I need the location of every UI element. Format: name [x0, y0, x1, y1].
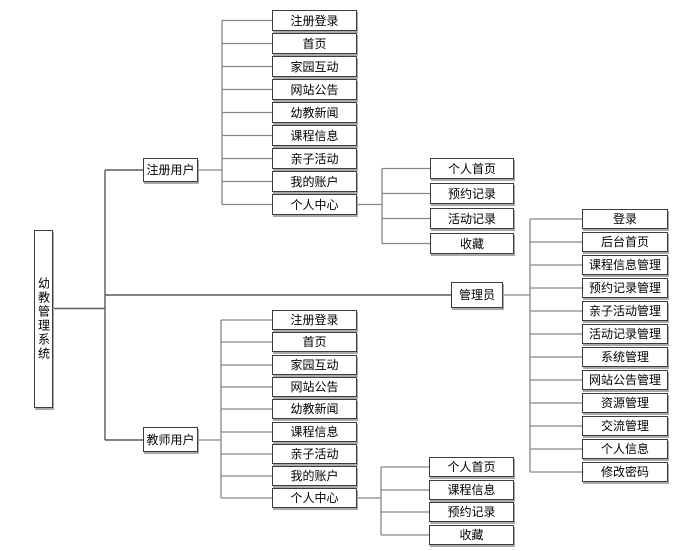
node-admin-system-mgmt: 系统管理	[582, 347, 668, 367]
node-reg-course-info: 课程信息	[272, 125, 357, 146]
node-registered-user: 注册用户	[143, 158, 198, 182]
node-admin-change-password: 修改密码	[582, 462, 668, 482]
node-reg-pc-booking-records: 预约记录	[430, 183, 514, 204]
node-teacher-pc-booking-records: 预约记录	[429, 502, 514, 522]
node-admin-resource-mgmt: 资源管理	[582, 393, 668, 413]
node-teacher-my-account: 我的账户	[272, 466, 357, 486]
node-reg-site-announcement: 网站公告	[272, 79, 357, 100]
node-teacher-personal-center: 个人中心	[272, 488, 357, 508]
node-admin-personal-info: 个人信息	[582, 439, 668, 459]
node-teacher-pc-favorites: 收藏	[429, 525, 514, 545]
node-admin-parent-child-activity-mgmt: 亲子活动管理	[582, 301, 668, 321]
node-reg-personal-center: 个人中心	[272, 194, 357, 215]
node-admin: 管理员	[451, 282, 503, 308]
node-teacher-register-login: 注册登录	[272, 310, 357, 330]
node-reg-my-account: 我的账户	[272, 171, 357, 192]
node-reg-parent-child-activity: 亲子活动	[272, 148, 357, 169]
node-admin-booking-records-mgmt: 预约记录管理	[582, 278, 668, 298]
node-teacher-preschool-news: 幼教新闻	[272, 399, 357, 419]
node-admin-activity-records-mgmt: 活动记录管理	[582, 324, 668, 344]
node-teacher-course-info: 课程信息	[272, 422, 357, 442]
node-admin-course-info-mgmt: 课程信息管理	[582, 255, 668, 275]
node-teacher-home-school-interaction: 家园互动	[272, 355, 357, 375]
node-admin-site-announcement-mgmt: 网站公告管理	[582, 370, 668, 390]
node-reg-pc-personal-home: 个人首页	[430, 158, 514, 179]
node-teacher-parent-child-activity: 亲子活动	[272, 444, 357, 464]
node-admin-backend-home: 后台首页	[582, 232, 668, 252]
node-teacher-user: 教师用户	[143, 427, 198, 452]
node-root-system: 幼教管理系统	[34, 230, 53, 408]
node-teacher-site-announcement: 网站公告	[272, 377, 357, 397]
node-reg-register-login: 注册登录	[272, 10, 357, 31]
node-reg-pc-activity-records: 活动记录	[430, 208, 514, 229]
node-reg-pc-favorites: 收藏	[430, 233, 514, 254]
node-admin-communication-mgmt: 交流管理	[582, 416, 668, 436]
node-teacher-pc-course-info: 课程信息	[429, 480, 514, 500]
node-teacher-pc-personal-home: 个人首页	[429, 457, 514, 477]
node-reg-home: 首页	[272, 33, 357, 54]
node-reg-home-school-interaction: 家园互动	[272, 56, 357, 77]
node-admin-login: 登录	[582, 209, 668, 229]
node-reg-preschool-news: 幼教新闻	[272, 102, 357, 123]
node-teacher-home: 首页	[272, 332, 357, 352]
